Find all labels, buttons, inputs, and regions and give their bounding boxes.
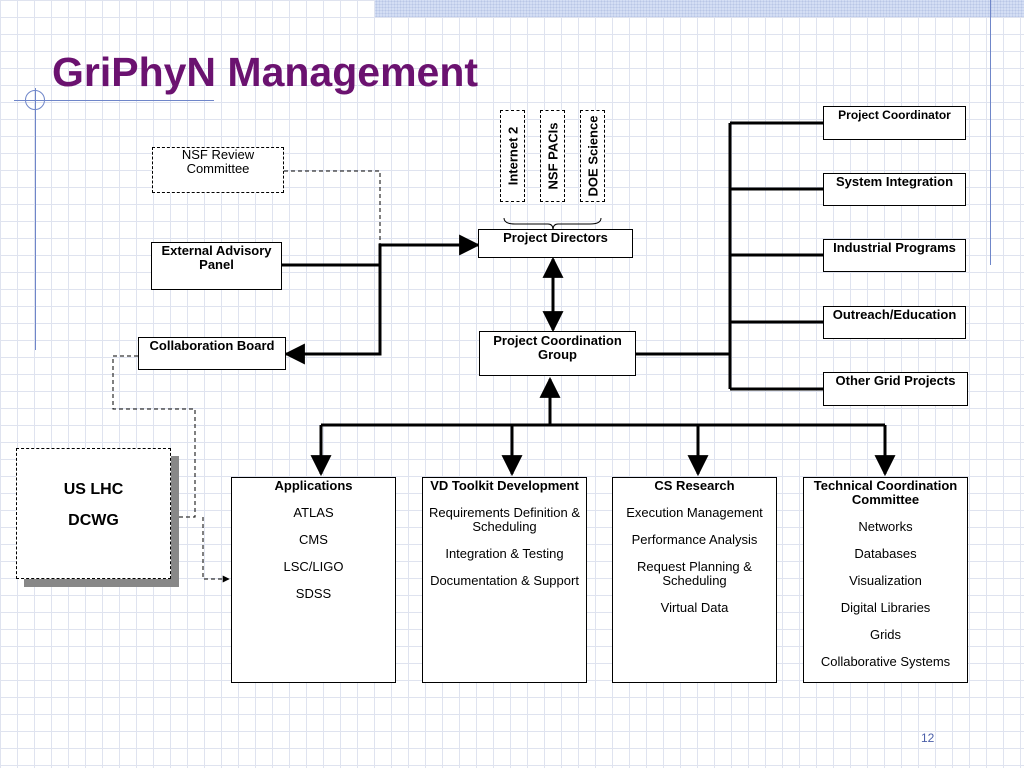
outreach-education-box: Outreach/Education xyxy=(823,306,966,339)
applications-column: Applications ATLAS CMS LSC/LIGO SDSS xyxy=(231,477,396,683)
nsf-review-committee-box: NSF Review Committee xyxy=(152,147,284,193)
column-item: Visualization xyxy=(849,573,922,588)
project-directors-label: Project Directors xyxy=(503,230,608,245)
project-coordinator-box: Project Coordinator xyxy=(823,106,966,140)
column-item: ATLAS xyxy=(293,505,334,520)
column-item: Requirements Definition & Scheduling xyxy=(428,505,581,534)
dcwg-label: DCWG xyxy=(68,512,119,529)
project-directors-box: Project Directors xyxy=(478,229,633,258)
column-item: Virtual Data xyxy=(660,600,729,615)
page-number: 12 xyxy=(921,731,935,745)
funder-nsf-pacis: NSF PACIs xyxy=(540,110,565,202)
decor-circle xyxy=(25,90,45,110)
nsf-review-label: NSF Review Committee xyxy=(181,147,255,176)
column-item: Collaborative Systems xyxy=(820,654,951,669)
collaboration-board-label: Collaboration Board xyxy=(149,338,275,353)
funder-label: DOE Science xyxy=(585,115,600,197)
vd-toolkit-column: VD Toolkit Development Requirements Defi… xyxy=(422,477,587,683)
external-advisory-label: External Advisory Panel xyxy=(161,243,272,272)
system-integration-box: System Integration xyxy=(823,173,966,206)
us-lhc-dcwg-box: US LHC DCWG xyxy=(16,448,171,579)
right-box-label: Industrial Programs xyxy=(833,240,956,255)
slide-title: GriPhyN Management xyxy=(52,49,479,95)
column-item: Documentation & Support xyxy=(430,573,579,588)
industrial-programs-box: Industrial Programs xyxy=(823,239,966,272)
column-item: Digital Libraries xyxy=(840,600,931,615)
column-item: Grids xyxy=(869,627,902,642)
technical-coordination-column: Technical Coordination Committee Network… xyxy=(803,477,968,683)
funder-label: NSF PACIs xyxy=(545,122,560,190)
column-item: LSC/LIGO xyxy=(283,559,344,574)
decor-line-left xyxy=(35,88,36,350)
right-box-label: Other Grid Projects xyxy=(835,373,956,388)
column-header: Technical Coordination Committee xyxy=(813,478,958,507)
column-item: SDSS xyxy=(295,586,332,601)
right-box-label: Outreach/Education xyxy=(832,307,957,322)
column-item: Integration & Testing xyxy=(445,546,564,561)
funder-doe-science: DOE Science xyxy=(580,110,605,202)
right-box-label: System Integration xyxy=(835,174,954,189)
title-underline xyxy=(14,100,214,101)
decor-line xyxy=(990,0,991,265)
column-item: Databases xyxy=(854,546,917,561)
column-header: VD Toolkit Development xyxy=(430,478,579,493)
column-item: Execution Management xyxy=(626,505,763,520)
collaboration-board-box: Collaboration Board xyxy=(138,337,286,370)
project-coordination-group-box: Project Coordination Group xyxy=(479,331,636,376)
us-lhc-label: US LHC xyxy=(63,481,124,498)
funder-label: Internet 2 xyxy=(505,126,520,186)
top-band xyxy=(375,0,1024,17)
column-header: CS Research xyxy=(654,478,735,493)
column-item: Networks xyxy=(858,519,913,534)
column-item: Request Planning & Scheduling xyxy=(637,559,752,588)
column-item: Performance Analysis xyxy=(631,532,758,547)
cs-research-column: CS Research Execution Management Perform… xyxy=(612,477,777,683)
column-item: CMS xyxy=(299,532,328,547)
right-box-label: Project Coordinator xyxy=(838,108,951,122)
other-grid-projects-box: Other Grid Projects xyxy=(823,372,968,406)
funder-internet2: Internet 2 xyxy=(500,110,525,202)
project-coordination-group-label: Project Coordination Group xyxy=(493,333,622,362)
external-advisory-panel-box: External Advisory Panel xyxy=(151,242,282,290)
column-header: Applications xyxy=(274,478,353,493)
